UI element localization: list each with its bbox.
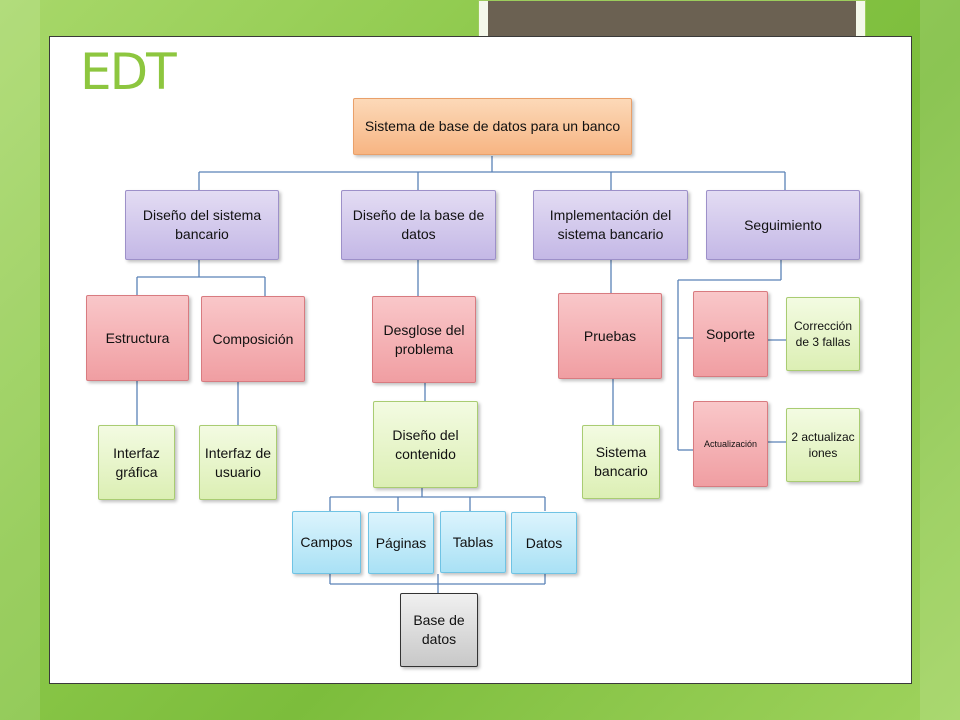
node-correccion: Corrección de 3 fallas: [786, 297, 860, 371]
node-implementacion: Implementación del sistema bancario: [533, 190, 688, 260]
node-label: 2 actualizaciones: [791, 430, 855, 460]
node-label: Diseño del contenido: [392, 426, 459, 462]
node-label: Base de datos: [413, 612, 465, 647]
root-node-label: Sistema de base de datos para un banco: [364, 118, 621, 134]
node-label: Estructura: [105, 329, 170, 346]
node-diseno-contenido: Diseño del contenido: [373, 401, 478, 488]
node-base-datos: Base de datos: [400, 593, 478, 667]
node-datos: Datos: [511, 512, 577, 574]
node-sistema-bancario: Sistema bancario: [582, 425, 660, 499]
node-label: Diseño de la base de datos: [352, 207, 485, 242]
root-node: Sistema de base de datos para un banco: [353, 98, 632, 155]
node-interfaz-usuario: Interfaz de usuario: [199, 425, 277, 500]
node-diseno-base: Diseño de la base de datos: [341, 190, 496, 260]
slide-title: EDT: [80, 43, 177, 101]
node-label: Desglose del problema: [383, 321, 465, 357]
node-actualizacion: Actualización: [693, 401, 768, 487]
node-paginas: Páginas: [368, 512, 434, 574]
node-actualizaciones: 2 actualizaciones: [786, 408, 860, 482]
node-pruebas: Pruebas: [558, 293, 662, 379]
node-label: Interfaz de usuario: [204, 444, 272, 480]
node-composicion: Composición: [201, 296, 305, 382]
node-label: Actualización: [703, 439, 758, 449]
node-label: Composición: [212, 330, 294, 347]
node-label: Sistema bancario: [594, 444, 648, 479]
node-label: Corrección de 3 fallas: [793, 319, 853, 349]
node-interfaz-grafica: Interfaz gráfica: [98, 425, 175, 500]
background-tile: [920, 0, 960, 720]
node-label: Páginas: [375, 534, 427, 551]
node-label: Seguimiento: [744, 216, 822, 233]
node-label: Tablas: [452, 533, 494, 550]
node-label: Datos: [525, 534, 563, 551]
node-label: Soporte: [705, 325, 756, 342]
node-label: Campos: [300, 534, 353, 550]
node-soporte: Soporte: [693, 291, 768, 377]
node-label: Interfaz gráfica: [113, 444, 160, 480]
background-tile: [0, 0, 40, 720]
node-label: Diseño del sistema bancario: [142, 207, 262, 242]
node-estructura: Estructura: [86, 295, 189, 381]
node-campos: Campos: [292, 511, 361, 574]
node-seguimiento: Seguimiento: [706, 190, 860, 260]
node-diseno-sistema: Diseño del sistema bancario: [125, 190, 279, 260]
node-label: Pruebas: [583, 327, 637, 344]
node-desglose: Desglose del problema: [372, 296, 476, 383]
node-label: Implementación del sistema bancario: [549, 207, 672, 242]
node-tablas: Tablas: [440, 511, 506, 573]
